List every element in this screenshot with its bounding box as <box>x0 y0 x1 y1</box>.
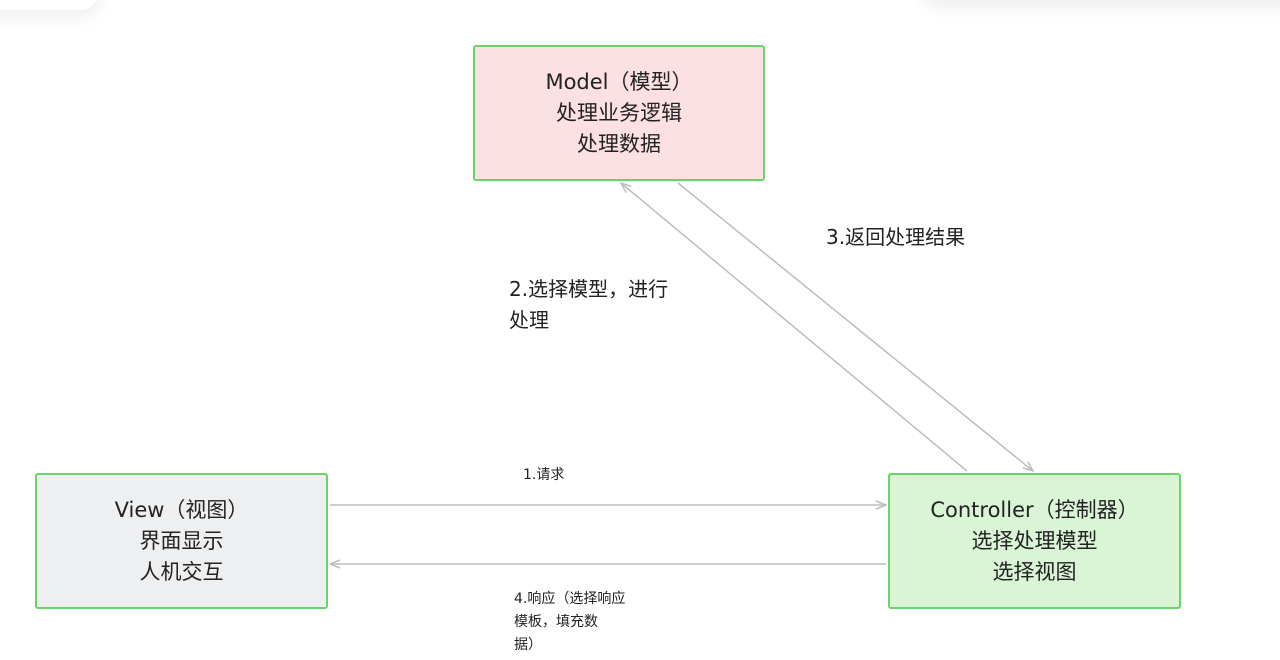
edge-label-response: 4.响应（选择响应 模板，填充数 据） <box>514 588 625 657</box>
edge-label-line: 据） <box>514 637 542 653</box>
view-title: View（视图） <box>114 497 249 522</box>
arrow-select-model <box>621 183 968 472</box>
edge-label-line: 2.选择模型，进行 <box>509 277 669 301</box>
model-line-3: 处理数据 <box>577 131 661 156</box>
view-line-2: 界面显示 <box>139 528 224 553</box>
edge-label-return-result: 3.返回处理结果 <box>826 222 965 253</box>
edge-label-line: 4.响应（选择响应 <box>514 591 626 607</box>
edge-label-line: 1.请求 <box>523 467 565 483</box>
edge-label-request: 1.请求 <box>523 464 564 486</box>
controller-node[interactable]: Controller（控制器） 选择处理模型 选择视图 <box>888 473 1181 609</box>
model-title: Model（模型） <box>545 69 693 94</box>
edge-label-select-model: 2.选择模型，进行 处理 <box>509 274 668 336</box>
view-node[interactable]: View（视图） 界面显示 人机交互 <box>35 473 328 609</box>
controller-line-2: 选择处理模型 <box>971 528 1098 553</box>
arrow-return-result <box>677 182 1033 471</box>
controller-line-3: 选择视图 <box>992 559 1077 584</box>
model-node[interactable]: Model（模型） 处理业务逻辑 处理数据 <box>473 45 765 181</box>
controller-title: Controller（控制器） <box>930 497 1139 522</box>
edge-label-line: 模板，填充数 <box>514 614 598 630</box>
edge-label-line: 3.返回处理结果 <box>826 225 966 249</box>
view-line-3: 人机交互 <box>139 559 224 584</box>
edge-label-line: 处理 <box>509 308 549 332</box>
model-line-2: 处理业务逻辑 <box>556 100 682 125</box>
top-left-shadow <box>0 0 100 10</box>
